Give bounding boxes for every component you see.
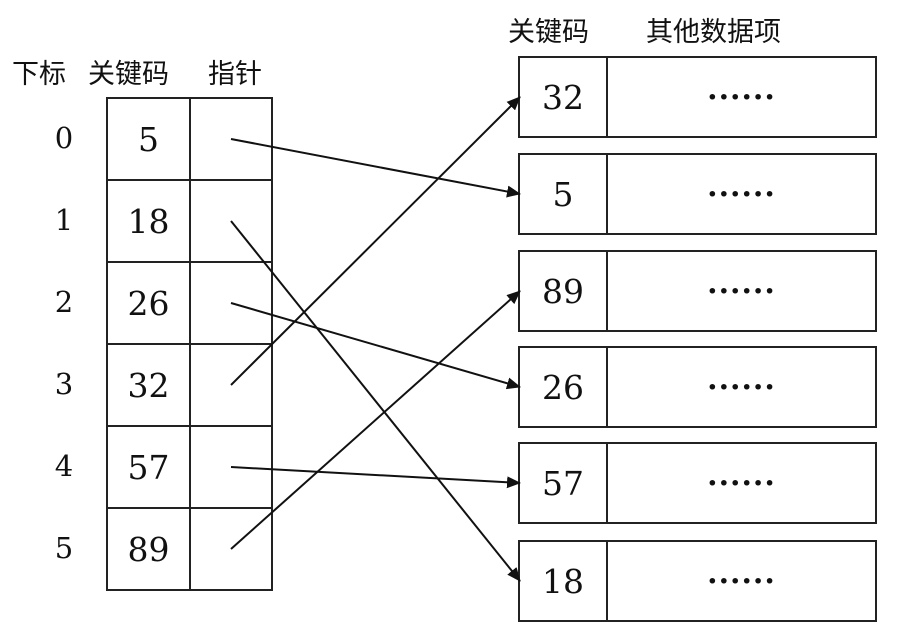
pointer-arrow: [230, 138, 521, 198]
index-pointer-cell: [189, 507, 273, 591]
index-header-pointer: 指针: [208, 59, 262, 90]
index-subscript: 0: [54, 121, 74, 155]
record-other-cell: ······: [707, 176, 776, 212]
record-other-cell: ······: [707, 79, 776, 115]
index-subscript: 2: [54, 285, 74, 319]
index-subscript: 3: [54, 367, 74, 401]
pointer-arrow: [230, 290, 521, 550]
record-key-cell: 18: [520, 542, 608, 620]
record-other-cell: ······: [707, 273, 776, 309]
data-record: 5 ······: [518, 153, 877, 235]
index-header-subscript: 下标: [12, 59, 66, 90]
record-key-cell: 57: [520, 444, 608, 522]
pointer-arrow: [230, 302, 521, 390]
data-header-key: 关键码: [508, 17, 589, 48]
pointer-arrow: [230, 96, 521, 386]
data-record: 18 ······: [518, 540, 877, 622]
data-record: 32 ······: [518, 56, 877, 138]
index-subscript: 4: [54, 449, 74, 483]
data-record: 89 ······: [518, 250, 877, 332]
record-key-cell: 5: [520, 155, 608, 233]
pointer-arrow: [230, 466, 521, 489]
index-subscript: 5: [54, 531, 74, 565]
record-key-cell: 32: [520, 58, 608, 136]
record-other-cell: ······: [707, 465, 776, 501]
record-other-cell: ······: [707, 563, 776, 599]
data-header-other: 其他数据项: [646, 17, 781, 48]
index-subscript: 1: [54, 203, 74, 237]
record-key-cell: 26: [520, 348, 608, 426]
data-record: 26 ······: [518, 346, 877, 428]
index-header-key: 关键码: [88, 59, 169, 90]
record-other-cell: ······: [707, 369, 776, 405]
record-key-cell: 89: [520, 252, 608, 330]
pointer-arrow: [230, 220, 521, 582]
